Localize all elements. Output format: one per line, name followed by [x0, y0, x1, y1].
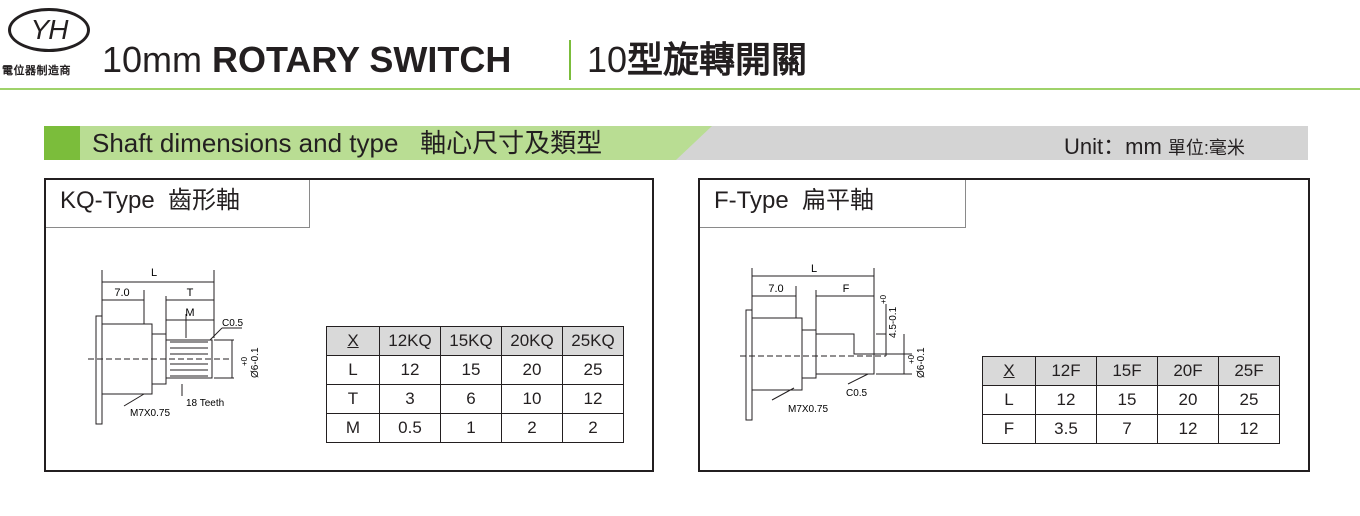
table-row: L 12 15 20 25 [326, 355, 624, 385]
kq-dim-c05: C0.5 [222, 318, 244, 329]
table-cell: L [326, 355, 380, 385]
table-cell-text: X [347, 331, 359, 350]
kq-shaft-drawing: L 7.0 T M C0.5 Ø6-0.1 +0 M7X0.75 18 Teet… [88, 267, 261, 425]
table-cell: 20 [501, 355, 563, 385]
f-dim-l: L [811, 263, 817, 275]
kq-dim-m7: M7X0.75 [130, 408, 170, 419]
kq-dim-l: L [151, 267, 157, 279]
kq-dim-m: M [185, 307, 194, 319]
f-spec-table: X 12F 15F 20F 25F L 12 15 20 25 F 3.5 7 … [982, 356, 1280, 444]
kq-dim-teeth: 18 Teeth [186, 398, 224, 409]
table-cell: 12 [1035, 385, 1097, 415]
table-cell: 0.5 [379, 413, 441, 443]
logo-text: YH [30, 14, 69, 45]
kq-dim-t: T [187, 287, 194, 299]
table-cell: 2 [562, 413, 624, 443]
table-header-row: X 12F 15F 20F 25F [982, 356, 1280, 386]
kq-dim-d6: Ø6-0.1 [250, 347, 261, 378]
f-dim-f: F [843, 283, 850, 295]
table-row: F 3.5 7 12 12 [982, 414, 1280, 444]
table-cell: 25F [1218, 356, 1280, 386]
table-row: M 0.5 1 2 2 [326, 413, 624, 443]
title-zh-product: 型旋轉開關 [627, 39, 808, 80]
table-row: L 12 15 20 25 [982, 385, 1280, 415]
table-cell: X [326, 326, 380, 356]
kq-dim-7: 7.0 [114, 287, 129, 299]
f-dim-7: 7.0 [768, 283, 783, 295]
table-cell: 15 [440, 355, 502, 385]
kq-type-tab: KQ-Type 齒形軸 [46, 180, 310, 228]
f-dim-45: 4.5-0.1 [888, 306, 899, 338]
table-cell: M [326, 413, 380, 443]
unit-en: Unit：mm [1064, 134, 1168, 159]
table-cell: 20F [1157, 356, 1219, 386]
table-cell: 15F [1096, 356, 1158, 386]
f-dim-45-tol: +0 [879, 294, 888, 304]
company-logo: YH [8, 8, 90, 52]
table-cell: 7 [1096, 414, 1158, 444]
table-row: T 3 6 10 12 [326, 384, 624, 414]
table-cell: 12F [1035, 356, 1097, 386]
title-separator [569, 40, 571, 80]
header-rule [0, 88, 1360, 90]
f-type-panel: F-Type 扁平軸 L 7.0 F 4.5-0.1 +0 Ø6-0.1 + [698, 178, 1310, 472]
table-cell: T [326, 384, 380, 414]
logo-subtitle: 電位器制造商 [2, 65, 71, 77]
table-cell: 2 [501, 413, 563, 443]
f-dim-m7: M7X0.75 [788, 404, 828, 415]
f-shaft-drawing: L 7.0 F 4.5-0.1 +0 Ø6-0.1 +0 M7X0.75 C0.… [740, 263, 927, 421]
kq-spec-table: X 12KQ 15KQ 20KQ 25KQ L 12 15 20 25 T 3 … [326, 326, 624, 443]
table-cell: 6 [440, 384, 502, 414]
table-cell: 3 [379, 384, 441, 414]
table-cell: 10 [501, 384, 563, 414]
section-band [44, 126, 1308, 160]
table-cell: 12 [379, 355, 441, 385]
table-cell: 1 [440, 413, 502, 443]
f-dim-d6-tol: +0 [907, 354, 916, 364]
f-dim-d6: Ø6-0.1 [916, 347, 927, 378]
section-title: Shaft dimensions and type 軸心尺寸及類型 [92, 128, 603, 158]
table-cell: 15 [1096, 385, 1158, 415]
table-cell: X [982, 356, 1036, 386]
table-cell: 12 [1218, 414, 1280, 444]
title-size: 10mm [102, 39, 213, 80]
title-zh-size: 10 [587, 39, 628, 80]
f-dim-c05: C0.5 [846, 388, 868, 399]
table-cell: L [982, 385, 1036, 415]
title-product: ROTARY SWITCH [212, 39, 512, 80]
page-title-en: 10mm ROTARY SWITCH [102, 38, 511, 82]
table-cell: 20 [1157, 385, 1219, 415]
f-type-tab: F-Type 扁平軸 [700, 180, 966, 228]
table-header-row: X 12KQ 15KQ 20KQ 25KQ [326, 326, 624, 356]
table-cell: 12 [1157, 414, 1219, 444]
table-cell: F [982, 414, 1036, 444]
table-cell: 25 [562, 355, 624, 385]
kq-type-panel: KQ-Type 齒形軸 L [44, 178, 654, 472]
table-cell-text: X [1003, 361, 1015, 380]
table-cell: 3.5 [1035, 414, 1097, 444]
page-title-zh: 10型旋轉開關 [587, 38, 807, 82]
table-cell: 25 [1218, 385, 1280, 415]
unit-zh: 單位:毫米 [1167, 138, 1245, 158]
unit-label: Unit：mm 單位:毫米 [1064, 130, 1245, 165]
table-cell: 12 [562, 384, 624, 414]
table-cell: 25KQ [562, 326, 624, 356]
table-cell: 12KQ [379, 326, 441, 356]
table-cell: 20KQ [501, 326, 563, 356]
kq-dim-d6-tol: +0 [240, 356, 249, 366]
table-cell: 15KQ [440, 326, 502, 356]
